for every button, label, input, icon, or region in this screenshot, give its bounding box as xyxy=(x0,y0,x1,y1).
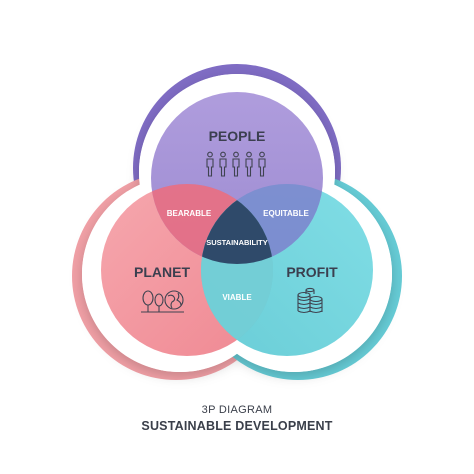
profit-label: PROFIT xyxy=(286,264,338,280)
sustainability-label: SUSTAINABILITY xyxy=(206,238,268,247)
equitable-label: EQUITABLE xyxy=(263,209,309,218)
planet-label: PLANET xyxy=(134,264,190,280)
coin-stacks-icon xyxy=(297,287,323,314)
people-group-icon xyxy=(206,151,266,177)
diagram-subtitle: 3P DIAGRAM xyxy=(201,404,273,416)
people-label: PEOPLE xyxy=(209,128,266,144)
trees-globe-icon xyxy=(141,290,184,313)
bearable-label: BEARABLE xyxy=(167,209,212,218)
sustainability-center xyxy=(201,184,273,264)
diagram-title: SUSTAINABLE DEVELOPMENT xyxy=(141,419,333,433)
viable-label: VIABLE xyxy=(222,293,252,302)
